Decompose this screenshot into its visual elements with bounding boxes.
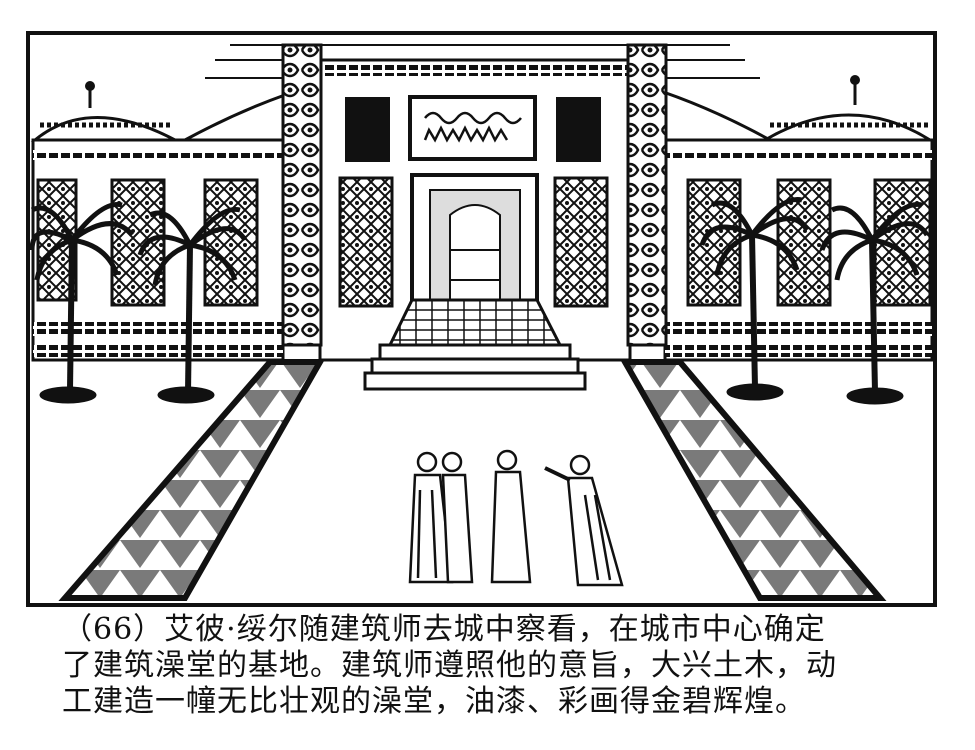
palm-tree [137,206,248,404]
caption-line: 工建造一幢无比壮观的澡堂，油漆、彩画得金碧辉煌。 [62,684,806,719]
palm-tree [819,201,930,405]
figure [408,451,454,584]
right-walkway [619,359,887,601]
figures [408,449,624,587]
right-wing-wall [663,138,934,362]
caption: （66）艾彼·绥尔随建筑师去城中察看，在城市中心确定 了建筑澡堂的基地。建筑师遵… [62,612,942,720]
figure [441,451,474,584]
illustration-panel [26,31,937,607]
caption-line: （66）艾彼·绥尔随建筑师去城中察看，在城市中心确定 [62,612,826,647]
palm-tree [29,201,134,404]
palm-tree [699,196,810,401]
left-side-dome [30,81,176,142]
palm-trees [29,196,930,405]
right-pillar [626,43,668,347]
figure [490,449,532,584]
left-pillar [281,43,323,347]
figure [544,454,624,587]
central-facade [318,58,632,362]
entrance-steps [363,298,587,391]
caption-line: 了建筑澡堂的基地。建筑师遵照他的意旨，大兴土木，动 [62,648,837,683]
inscription-sign [408,95,537,161]
left-walkway [58,359,326,601]
right-side-dome [759,75,936,142]
